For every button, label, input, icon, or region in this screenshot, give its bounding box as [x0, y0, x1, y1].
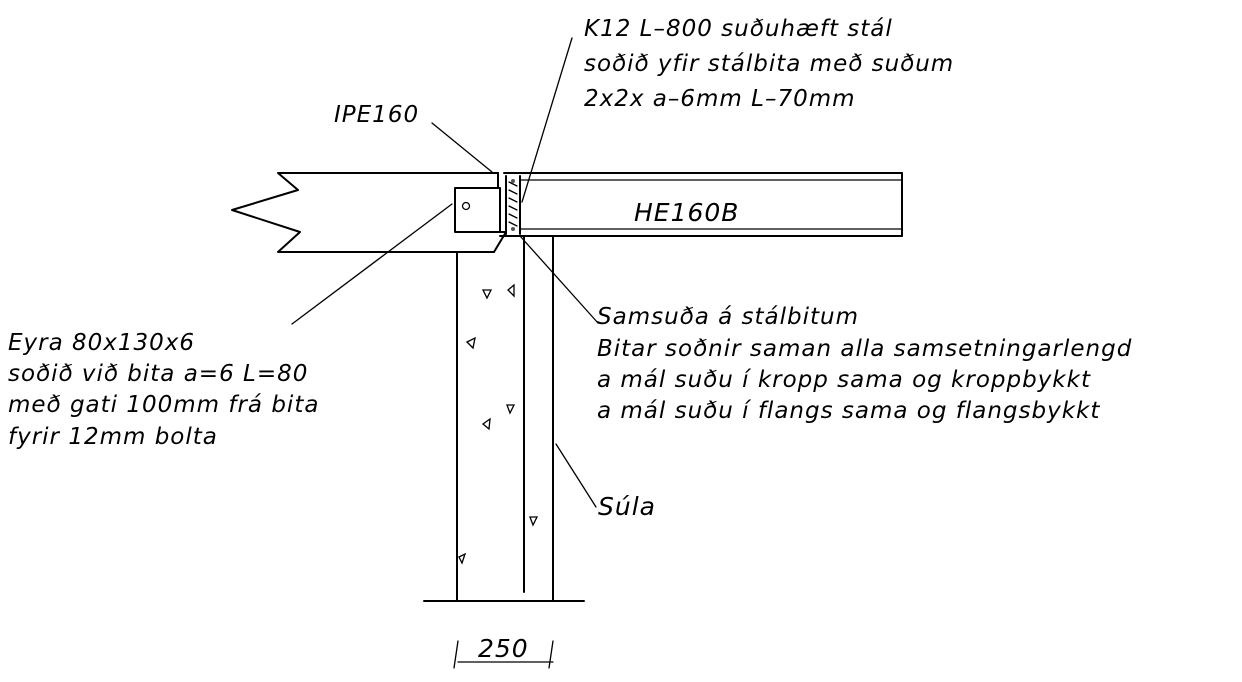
samsuda-line-2: Bitar soðnir saman alla samsetningarleng…	[597, 336, 1132, 362]
ipe160-label: IPE160	[334, 102, 419, 128]
bolt-hole	[461, 201, 471, 211]
dimension-250: 250	[453, 634, 554, 669]
k12-line-3: 2x2x a–6mm L–70mm	[584, 86, 856, 112]
eyra-line-4: fyrir 12mm bolta	[8, 424, 218, 450]
sula-label: Súla	[598, 492, 656, 521]
eyra-line-1: Eyra 80x130x6	[8, 330, 195, 356]
ipe160-beam	[231, 172, 507, 253]
k12-weld-zone	[505, 175, 521, 235]
he160b-beam	[499, 172, 903, 237]
samsuda-line-4: a mál suðu í flangs sama og flangsbykkt	[597, 398, 1100, 424]
sula-column	[423, 235, 585, 602]
samsuda-line-3: a mál suðu í kropp sama og kroppbykkt	[597, 367, 1091, 393]
he160b-label: HE160B	[634, 198, 739, 227]
eyra-line-2: soðið við bita a=6 L=80	[8, 361, 308, 387]
k12-label: K12 L–800 suðuhæft stál soðið yfir stálb…	[584, 16, 954, 112]
leader-lines	[291, 37, 599, 508]
samsuda-label: Samsuða á stálbitum Bitar soðnir saman a…	[597, 304, 1132, 424]
eyra-line-3: með gati 100mm frá bita	[8, 392, 319, 418]
eyra-label: Eyra 80x130x6 soðið við bita a=6 L=80 me…	[8, 330, 319, 450]
k12-line-2: soðið yfir stálbita með suðum	[584, 51, 954, 77]
eyra-plate	[454, 187, 501, 233]
dimension-label: 250	[478, 634, 529, 663]
samsuda-line-1: Samsuða á stálbitum	[597, 304, 859, 330]
k12-line-1: K12 L–800 suðuhæft stál	[584, 16, 893, 42]
